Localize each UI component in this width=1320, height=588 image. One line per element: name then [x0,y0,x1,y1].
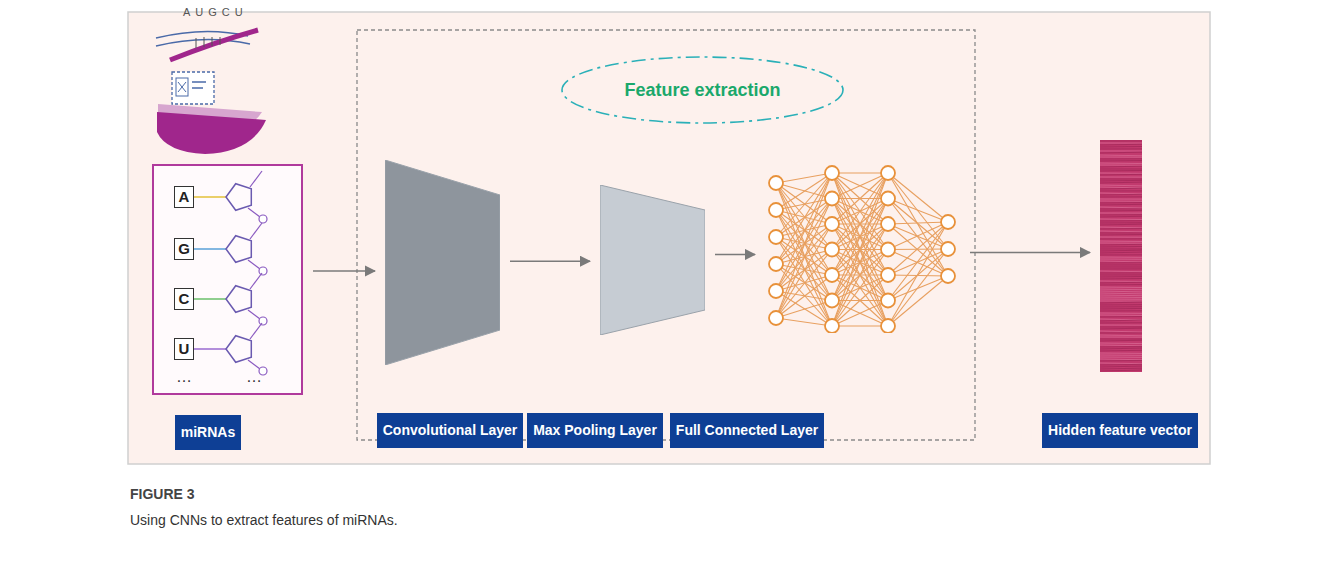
trap-node: Max Pooling Layer [600,185,705,335]
ellipse-node: Feature extraction [560,55,845,125]
document-icon [157,72,266,154]
sequence-letters: AUGCU [183,6,248,18]
neural-network [765,165,960,333]
base-letter-box: U [174,338,194,360]
section-heading: Feature extraction [560,55,845,125]
layer-trapezoid [600,185,705,335]
ellipsis: … [176,368,192,386]
dashed-region [357,30,975,440]
trap-node: Convolutional Layer [385,160,500,365]
nn-node: Full Connected Layer [765,165,960,333]
panel [128,12,1210,464]
base-letter-box: C [174,288,194,310]
vec-node: Hidden feature vector [1100,140,1142,372]
rna-strand-icon [156,30,258,60]
feature-vector [1100,140,1142,372]
layer-trapezoid [385,160,500,365]
base-letter-box: A [174,186,194,208]
layer-label: Full Connected Layer [670,413,824,448]
layer-label: Hidden feature vector [1042,413,1198,448]
base-letter: U [179,340,190,357]
flow-arrow [313,270,375,272]
base-letter: A [179,188,190,205]
figure-number: FIGURE 3 [130,486,195,502]
flow-arrow [510,260,590,262]
layer-label: miRNAs [175,415,241,450]
base-letter: G [178,240,190,257]
flow-arrow [970,252,1090,254]
base-letter: C [179,290,190,307]
layer-label: Convolutional Layer [377,413,524,448]
layer-label: Max Pooling Layer [527,413,663,448]
flow-arrow [715,254,755,256]
mirna-node: miRNAsAGCU…… [152,164,303,395]
figure-caption: Using CNNs to extract features of miRNAs… [130,512,398,528]
ellipsis: … [246,368,262,386]
base-letter-box: G [174,238,194,260]
